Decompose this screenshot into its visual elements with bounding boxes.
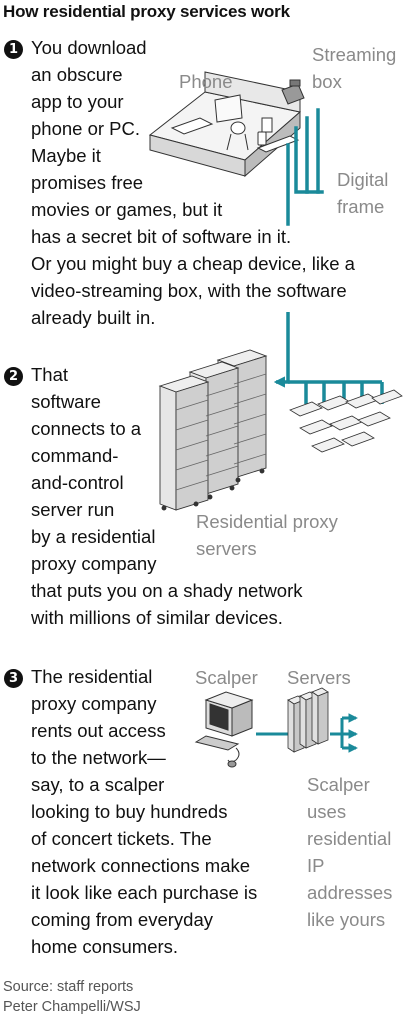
text-line: app to your — [31, 91, 124, 112]
text-line: by a residential — [31, 526, 156, 547]
proxy-servers-label: Residential proxy servers — [196, 508, 338, 562]
text-line: that puts you on a shady network — [31, 580, 303, 601]
text-line: video-streaming box, with the software — [31, 280, 347, 301]
streaming-box-label: Streaming box — [312, 41, 396, 95]
network-connection-lines — [273, 312, 384, 404]
text-line: The residential — [31, 666, 153, 687]
text-line: server run — [31, 499, 115, 520]
text-line: looking to buy hundreds — [31, 801, 228, 822]
label-line: box — [312, 71, 342, 92]
text-line: has a secret bit of software in it. — [31, 226, 292, 247]
text-line: say, to a scalper — [31, 774, 165, 795]
text-line: proxy company — [31, 693, 157, 714]
label-line: addresses — [307, 882, 393, 903]
scalper-note: Scalper uses residential IP addresses li… — [307, 771, 392, 933]
text-line: network connections make — [31, 855, 251, 876]
source-note: Source: staff reports — [3, 979, 134, 995]
text-line: rents out access — [31, 720, 166, 741]
step-3-badge: 3 — [4, 669, 23, 688]
text-line: coming from everyday — [31, 909, 213, 930]
device-connection-lines — [286, 108, 324, 226]
text-line: it look like each purchase is — [31, 882, 258, 903]
label-line: frame — [337, 196, 385, 217]
text-line: to the network— — [31, 747, 166, 768]
label-line: Streaming — [312, 44, 397, 65]
credit: Peter Champelli/WSJ — [3, 999, 141, 1015]
step-3-text: The residential proxy company rents out … — [31, 663, 257, 960]
page-title: How residential proxy services work — [3, 2, 290, 21]
text-line: movies or games, but it — [31, 199, 223, 220]
label-line: Scalper — [307, 774, 370, 795]
text-line: proxy company — [31, 553, 157, 574]
step-2-badge: 2 — [4, 367, 23, 386]
label-line: Residential proxy — [196, 511, 338, 532]
text-line: already built in. — [31, 307, 156, 328]
proxy-server-racks — [158, 349, 268, 511]
text-line: home consumers. — [31, 936, 179, 957]
text-line: software — [31, 391, 101, 412]
text-line: command- — [31, 445, 119, 466]
text-line: an obscure — [31, 64, 123, 85]
text-line: with millions of similar devices. — [31, 607, 283, 628]
label-line: residential — [307, 828, 392, 849]
phone-label: Phone — [179, 71, 233, 92]
text-line: connects to a — [31, 418, 142, 439]
servers-label: Servers — [287, 667, 351, 688]
scalper-computer — [194, 691, 254, 768]
digital-frame-label: Digital frame — [337, 166, 388, 220]
text-line: and-control — [31, 472, 124, 493]
label-line: Digital — [337, 169, 389, 190]
label-line: like yours — [307, 909, 386, 930]
label-line: uses — [307, 801, 347, 822]
step-1-text: You download an obscure app to your phon… — [31, 34, 355, 331]
text-line: That — [31, 364, 69, 385]
label-line: servers — [196, 538, 257, 559]
text-line: phone or PC. — [31, 118, 141, 139]
text-line: Or you might buy a cheap device, like a — [31, 253, 355, 274]
step-1-badge: 1 — [4, 40, 23, 59]
text-line: of concert tickets. The — [31, 828, 212, 849]
home-desk-drawing — [148, 71, 305, 178]
home-devices-cluster — [289, 389, 403, 453]
text-line: Maybe it — [31, 145, 101, 166]
scalper-label: Scalper — [195, 667, 258, 688]
step-2-text: That software connects to a command- and… — [31, 361, 303, 631]
text-line: promises free — [31, 172, 144, 193]
servers-drawing — [287, 687, 329, 753]
text-line: You download — [31, 37, 147, 58]
label-line: IP — [307, 855, 325, 876]
scalper-connection-lines — [256, 713, 358, 753]
